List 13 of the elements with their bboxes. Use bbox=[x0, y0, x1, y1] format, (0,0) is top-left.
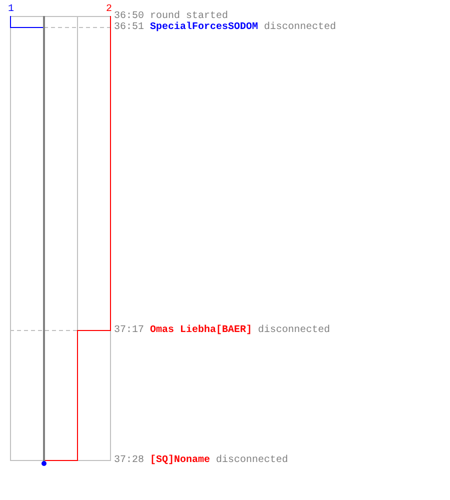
event-text: disconnected bbox=[264, 22, 336, 33]
event-text: disconnected bbox=[258, 325, 330, 336]
event-text: disconnected bbox=[216, 455, 288, 466]
timestamp: 37:28 bbox=[114, 455, 144, 466]
player-name: [SQ]Noname bbox=[150, 455, 210, 466]
event-text: round started bbox=[150, 11, 228, 22]
team-number: 2 bbox=[106, 4, 112, 15]
timestamp: 37:17 bbox=[114, 325, 144, 336]
timestamp: 36:50 bbox=[114, 11, 144, 22]
timestamp: 36:51 bbox=[114, 22, 144, 33]
player-name: Omas Liebha[BAER] bbox=[150, 325, 252, 336]
team-number: 1 bbox=[8, 4, 14, 15]
player-name: SpecialForcesSODOM bbox=[150, 22, 258, 33]
